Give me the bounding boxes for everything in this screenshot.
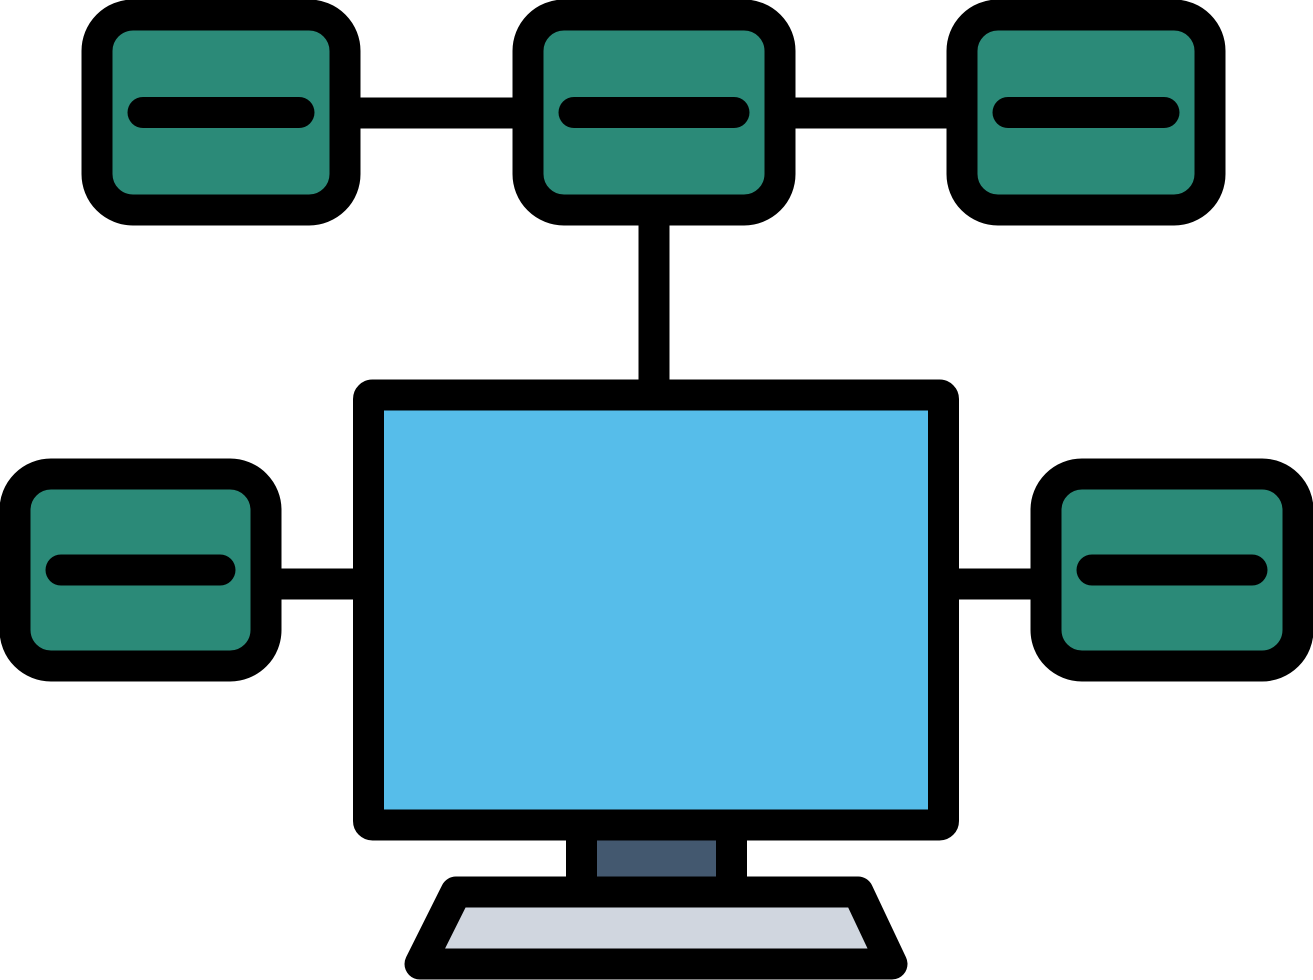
monitor: [353, 379, 959, 980]
node-middle-left: [0, 458, 282, 682]
node-middle-right: [1030, 458, 1313, 682]
network-nodes: [0, 0, 1313, 682]
node-top-left: [81, 0, 361, 226]
connector-lines: [266, 97, 1046, 600]
monitor-stand-base: [404, 876, 908, 980]
node-top-center: [512, 0, 796, 226]
monitor-screen: [353, 379, 959, 841]
node-top-right: [946, 0, 1226, 226]
